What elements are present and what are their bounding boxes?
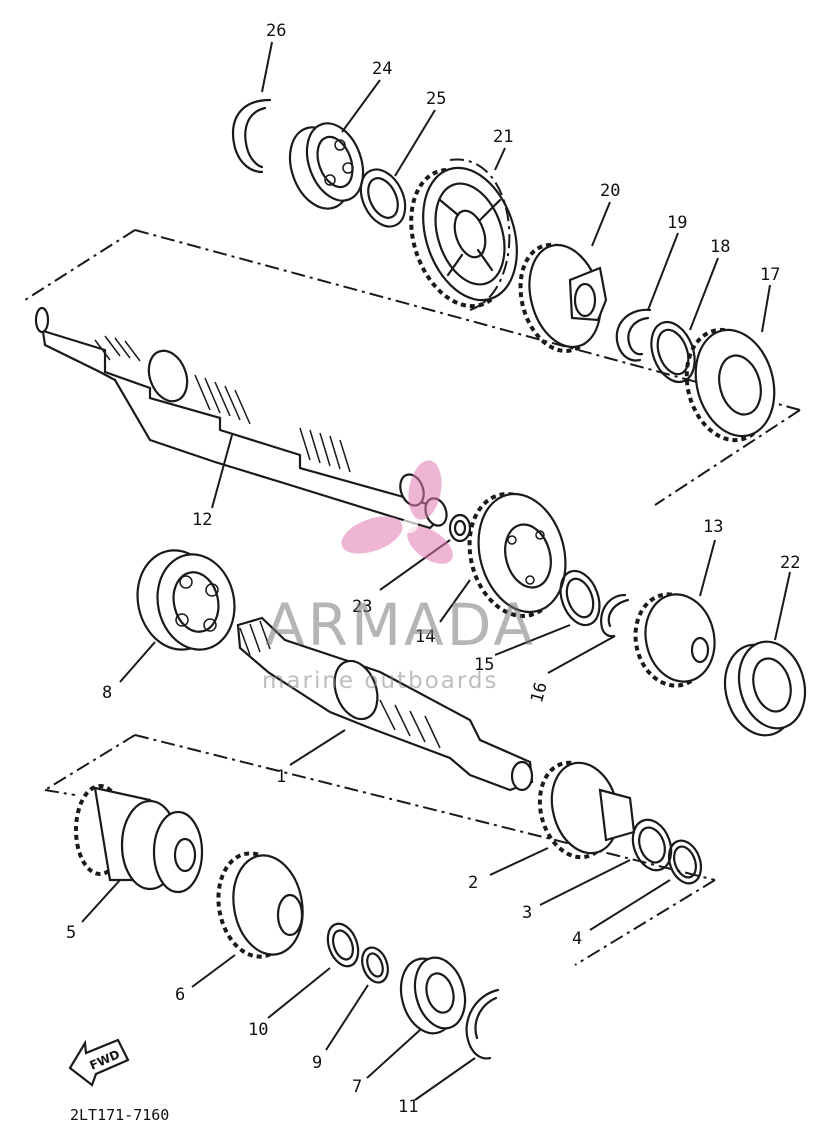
callout-15: 15	[474, 655, 494, 675]
circlip-16	[600, 593, 630, 638]
callout-10: 10	[248, 1020, 268, 1040]
leader-lines	[81, 41, 791, 1101]
bearing-7	[399, 956, 467, 1035]
callout-25: 25	[426, 89, 446, 109]
gear-20	[518, 243, 608, 353]
callout-21: 21	[493, 127, 513, 147]
watermark-tagline: marine outboards	[262, 668, 498, 694]
callout-9: 9	[312, 1053, 322, 1073]
callout-20: 20	[600, 181, 620, 201]
callout-17: 17	[760, 265, 780, 285]
gear-5	[74, 784, 204, 894]
callout-2: 2	[468, 873, 478, 893]
callout-14: 14	[415, 627, 435, 647]
callout-16: 16	[527, 680, 552, 705]
callout-22: 22	[780, 553, 800, 573]
circlip-4	[667, 839, 703, 885]
main-shaft-12	[34, 306, 448, 530]
propeller-logo-icon	[341, 460, 453, 564]
collar-23	[448, 513, 472, 543]
callout-24: 24	[372, 59, 392, 79]
gear-17	[684, 327, 776, 443]
callout-11: 11	[398, 1097, 418, 1117]
gear-6	[216, 851, 304, 959]
forward-arrow-icon: FWD	[68, 1038, 130, 1087]
callout-4: 4	[572, 929, 582, 949]
upper-assembly-outline	[24, 229, 801, 506]
bearing-8	[136, 549, 236, 651]
callout-3: 3	[522, 903, 532, 923]
lower-assembly-outline	[44, 734, 716, 966]
callout-13: 13	[703, 517, 723, 537]
callout-8: 8	[102, 683, 112, 703]
armada-watermark: ARMADA marine outboards	[262, 460, 536, 694]
callout-5: 5	[66, 923, 76, 943]
bearing-22	[723, 640, 807, 737]
washer-10	[326, 922, 360, 968]
gear-13	[633, 592, 716, 688]
bearing-24	[288, 122, 365, 210]
callout-26: 26	[266, 21, 286, 41]
drive-axle-1	[236, 616, 534, 792]
circlip-19	[615, 308, 652, 362]
gear-21	[409, 158, 518, 311]
washer-9	[361, 946, 389, 984]
callout-12: 12	[192, 510, 212, 530]
gear-2	[537, 760, 636, 860]
callout-labels: 26 24 25 21 20 19 18 17 12 23 14 15 16 1…	[66, 21, 800, 1117]
circlip-11	[465, 988, 500, 1060]
callout-1: 1	[276, 767, 286, 787]
washer-3	[631, 818, 673, 872]
washer-18	[650, 320, 696, 384]
washer-25	[359, 168, 407, 228]
washer-15	[559, 569, 601, 627]
callout-18: 18	[710, 237, 730, 257]
callout-7: 7	[352, 1077, 362, 1097]
circlip-26	[231, 98, 272, 174]
callout-6: 6	[175, 985, 185, 1005]
part-code: 2LT171-7160	[70, 1106, 169, 1124]
watermark-brand: ARMADA	[265, 591, 536, 659]
gear-14	[467, 492, 567, 618]
callout-23: 23	[352, 597, 372, 617]
callout-19: 19	[667, 213, 687, 233]
